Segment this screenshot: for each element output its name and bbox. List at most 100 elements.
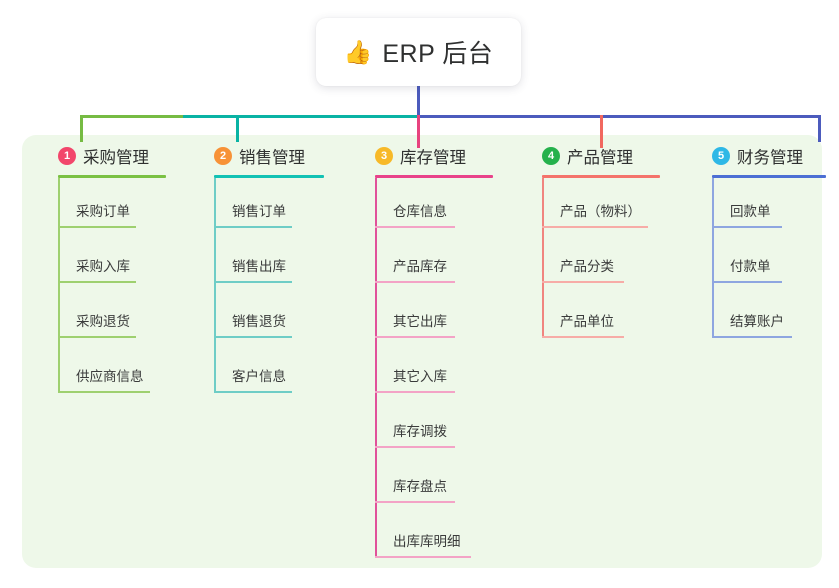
- column-spine-2: [214, 178, 216, 393]
- list-item-rule: [58, 336, 136, 338]
- list-item-rule: [58, 281, 136, 283]
- list-item-rule: [214, 226, 292, 228]
- list-item-rule: [375, 446, 455, 448]
- list-item-rule: [712, 226, 782, 228]
- list-item[interactable]: 产品（物料）: [524, 178, 660, 233]
- list-item[interactable]: 仓库信息: [357, 178, 493, 233]
- column-3: 3 库存管理仓库信息产品库存其它出库其它入库库存调拨库存盘点出库库明细: [357, 143, 493, 563]
- list-item[interactable]: 销售订单: [196, 178, 324, 233]
- list-item-rule: [712, 336, 792, 338]
- connector-drop-1: [80, 115, 83, 142]
- column-title-2: 销售管理: [239, 149, 305, 167]
- column-header-5[interactable]: 5 财务管理: [694, 143, 826, 169]
- column-title-5: 财务管理: [737, 149, 803, 167]
- list-item-label: 采购入库: [76, 259, 130, 274]
- diagram-background-panel: [22, 135, 822, 568]
- list-item[interactable]: 销售出库: [196, 233, 324, 288]
- connector-drop-5: [818, 115, 821, 142]
- column-1: 1 采购管理采购订单采购入库采购退货供应商信息: [40, 143, 166, 398]
- column-items-2: 销售订单销售出库销售退货客户信息: [196, 178, 324, 398]
- list-item-rule: [375, 391, 455, 393]
- list-item[interactable]: 销售退货: [196, 288, 324, 343]
- list-item-label: 客户信息: [232, 369, 286, 384]
- thumbs-up-icon: 👍: [343, 38, 373, 65]
- column-header-2[interactable]: 2 销售管理: [196, 143, 324, 169]
- list-item[interactable]: 库存盘点: [357, 453, 493, 508]
- column-badge-3: 3: [375, 147, 393, 165]
- column-spine-4: [542, 178, 544, 338]
- list-item-label: 其它入库: [393, 369, 447, 384]
- column-header-3[interactable]: 3 库存管理: [357, 143, 493, 169]
- list-item-label: 销售出库: [232, 259, 286, 274]
- column-items-4: 产品（物料） 产品分类产品单位: [524, 178, 660, 343]
- list-item[interactable]: 供应商信息: [40, 343, 166, 398]
- list-item-label: 采购订单: [76, 204, 130, 219]
- list-item-label: 产品分类: [560, 259, 614, 274]
- list-item-rule: [58, 226, 136, 228]
- list-item-label: 付款单: [730, 259, 771, 274]
- list-item[interactable]: 采购订单: [40, 178, 166, 233]
- column-badge-5: 5: [712, 147, 730, 165]
- column-header-1[interactable]: 1 采购管理: [40, 143, 166, 169]
- list-item-label: 库存调拨: [393, 424, 447, 439]
- list-item[interactable]: 付款单: [694, 233, 826, 288]
- list-item-label: 产品单位: [560, 314, 614, 329]
- column-header-rule-2: [214, 175, 324, 178]
- list-item[interactable]: 客户信息: [196, 343, 324, 398]
- column-5: 5 财务管理回款单付款单结算账户: [694, 143, 826, 343]
- list-item[interactable]: 结算账户: [694, 288, 826, 343]
- column-title-1: 采购管理: [83, 149, 149, 167]
- list-item-rule: [58, 391, 150, 393]
- list-item-label: 库存盘点: [393, 479, 447, 494]
- column-items-1: 采购订单采购入库采购退货供应商信息: [40, 178, 166, 398]
- column-badge-4: 4: [542, 147, 560, 165]
- list-item-label: 销售退货: [232, 314, 286, 329]
- list-item-rule: [375, 501, 455, 503]
- list-item-label: 仓库信息: [393, 204, 447, 219]
- column-badge-1: 1: [58, 147, 76, 165]
- column-items-5: 回款单付款单结算账户: [694, 178, 826, 343]
- list-item[interactable]: 其它出库: [357, 288, 493, 343]
- list-item-label: 产品库存: [393, 259, 447, 274]
- column-header-rule-3: [375, 175, 493, 178]
- list-item-label: 回款单: [730, 204, 771, 219]
- list-item-label: 其它出库: [393, 314, 447, 329]
- root-node-card[interactable]: 👍 ERP 后台: [316, 18, 521, 86]
- list-item-rule: [542, 281, 624, 283]
- connector-drop-3: [417, 115, 420, 148]
- list-item-rule: [214, 391, 292, 393]
- list-item-label: 产品（物料）: [560, 204, 641, 219]
- list-item[interactable]: 产品库存: [357, 233, 493, 288]
- column-header-rule-4: [542, 175, 660, 178]
- connector-bus-segment-teal: [183, 115, 419, 118]
- list-item[interactable]: 库存调拨: [357, 398, 493, 453]
- column-badge-2: 2: [214, 147, 232, 165]
- list-item[interactable]: 其它入库: [357, 343, 493, 398]
- column-items-3: 仓库信息产品库存其它出库其它入库库存调拨库存盘点出库库明细: [357, 178, 493, 563]
- list-item[interactable]: 采购入库: [40, 233, 166, 288]
- column-header-rule-5: [712, 175, 826, 178]
- list-item-label: 供应商信息: [76, 369, 144, 384]
- column-header-rule-1: [58, 175, 166, 178]
- column-2: 2 销售管理销售订单销售出库销售退货客户信息: [196, 143, 324, 398]
- list-item-rule: [214, 336, 292, 338]
- list-item[interactable]: 产品分类: [524, 233, 660, 288]
- list-item-rule: [542, 226, 648, 228]
- list-item[interactable]: 采购退货: [40, 288, 166, 343]
- column-title-3: 库存管理: [400, 149, 466, 167]
- list-item-label: 出库库明细: [393, 534, 461, 549]
- list-item[interactable]: 回款单: [694, 178, 826, 233]
- list-item-rule: [542, 336, 624, 338]
- column-spine-1: [58, 178, 60, 393]
- column-spine-3: [375, 178, 377, 558]
- list-item-rule: [712, 281, 782, 283]
- list-item-rule: [375, 336, 455, 338]
- list-item-rule: [375, 281, 455, 283]
- list-item[interactable]: 出库库明细: [357, 508, 493, 563]
- list-item-rule: [375, 226, 455, 228]
- list-item[interactable]: 产品单位: [524, 288, 660, 343]
- list-item-rule: [375, 556, 471, 558]
